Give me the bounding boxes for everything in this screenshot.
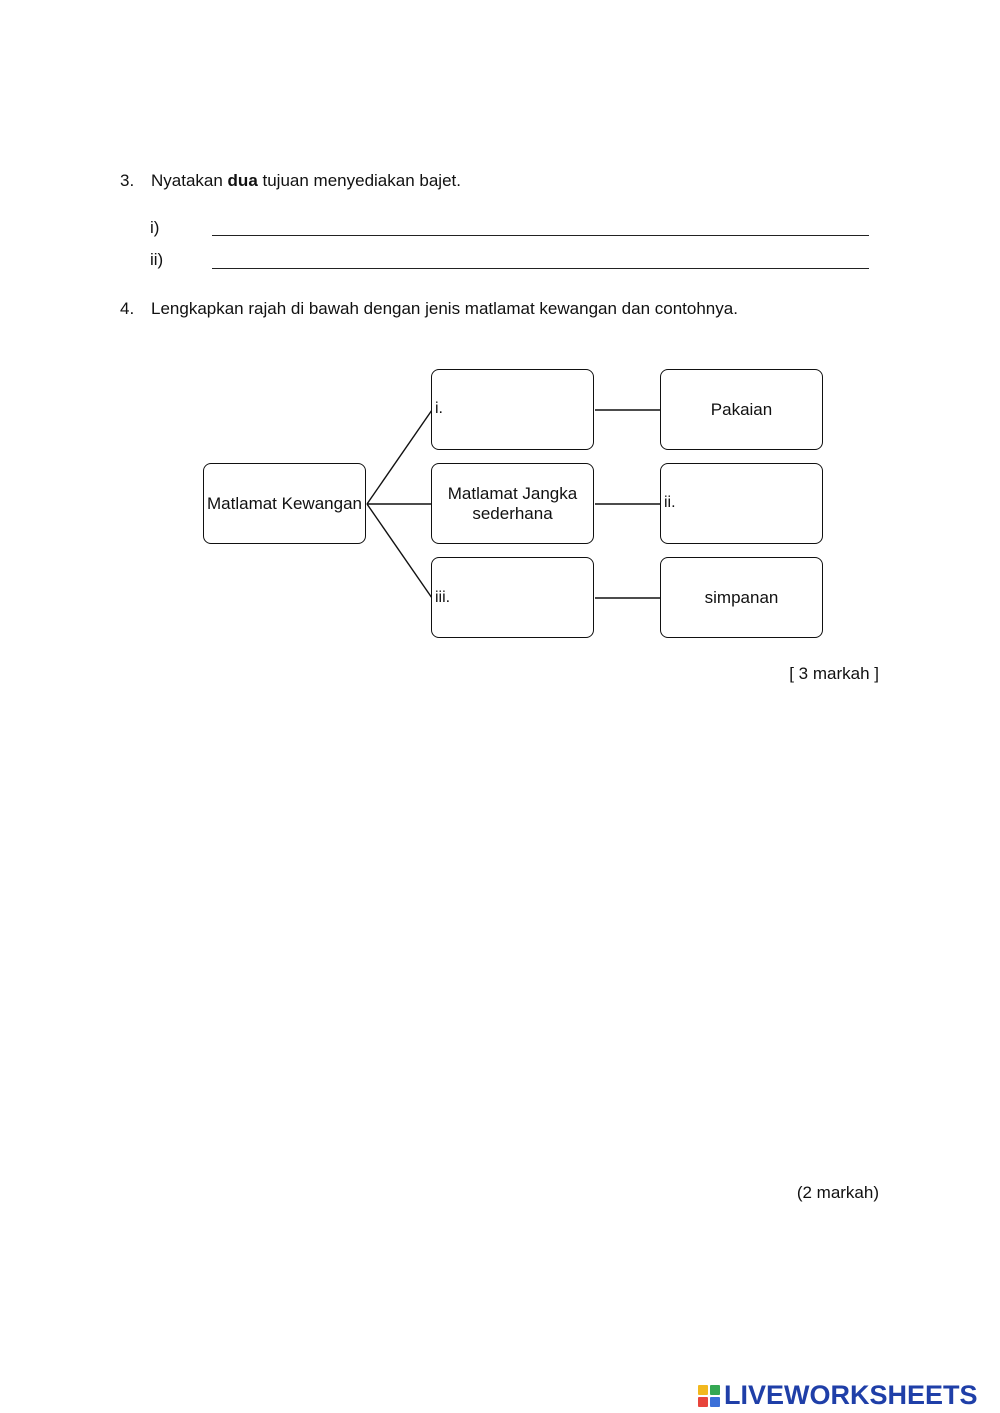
- box-example-3-text: simpanan: [704, 587, 779, 607]
- liveworksheets-logo: LIVEWORKSHEETS: [698, 1380, 978, 1411]
- answer-line-ii[interactable]: [212, 268, 869, 269]
- diagram-connectors: [366, 409, 661, 599]
- question-3: 3. Nyatakan dua tujuan menyediakan bajet.: [120, 171, 461, 191]
- question-4: 4. Lengkapkan rajah di bawah dengan jenis…: [120, 299, 738, 319]
- answer-label-ii: ii): [150, 250, 164, 269]
- question-4-number: 4.: [120, 299, 135, 318]
- logo-cell-e: [710, 1396, 720, 1407]
- question-3-text-end: tujuan menyediakan bajet.: [257, 171, 461, 190]
- logo-text: LIVEWORKSHEETS: [724, 1380, 978, 1410]
- box-type-2: Matlamat Jangka sederhana: [431, 463, 594, 544]
- box-example-3: simpanan: [660, 557, 823, 638]
- box-type-3-label: iii.: [435, 589, 451, 606]
- connector-root-to-row1: [366, 409, 433, 505]
- box-example-2-label: ii.: [664, 494, 676, 511]
- question-3-text-start: Nyatakan: [151, 171, 228, 190]
- box-root: Matlamat Kewangan: [203, 463, 366, 544]
- question-4-text: Lengkapkan rajah di bawah dengan jenis m…: [151, 299, 738, 318]
- box-type-1-label: i.: [435, 400, 443, 417]
- box-example-2[interactable]: [660, 463, 823, 544]
- logo-cell-l: [698, 1384, 708, 1395]
- logo-cell-i: [710, 1384, 720, 1395]
- answer-line-i[interactable]: [212, 235, 869, 236]
- question-3-number: 3.: [120, 171, 135, 190]
- box-root-text: Matlamat Kewangan: [207, 493, 362, 513]
- question-4-marks: [ 3 markah ]: [789, 664, 879, 683]
- box-type-3[interactable]: [431, 557, 594, 638]
- logo-cell-v: [698, 1396, 708, 1407]
- connector-root-to-row3: [366, 503, 433, 599]
- box-example-1: Pakaian: [660, 369, 823, 450]
- box-type-2-value: Matlamat Jangka sederhana: [447, 483, 578, 523]
- answer-label-i: i): [150, 218, 160, 237]
- footer-marks: (2 markah): [796, 1183, 879, 1202]
- question-3-text-bold: dua: [227, 171, 258, 190]
- logo-icon: [698, 1384, 720, 1407]
- box-type-1[interactable]: [431, 369, 594, 450]
- box-example-1-text: Pakaian: [710, 399, 773, 419]
